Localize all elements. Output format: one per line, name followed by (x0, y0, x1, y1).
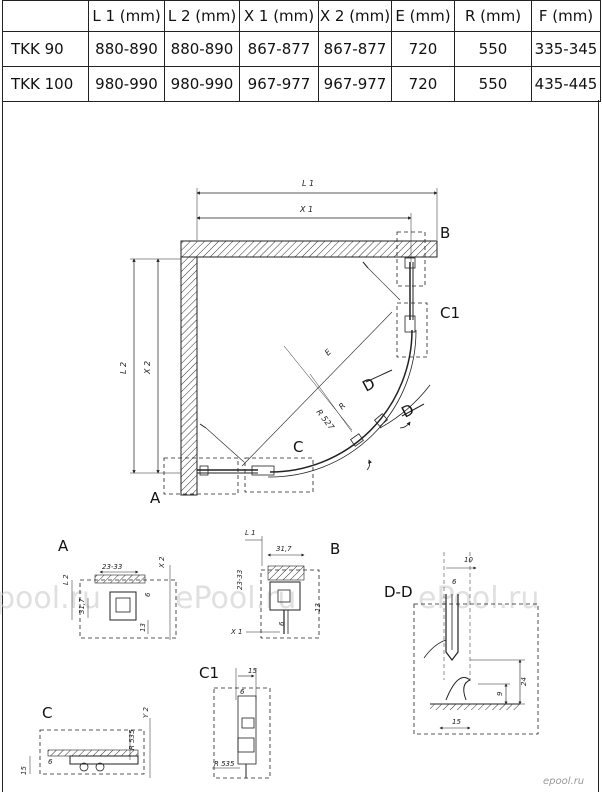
detail-dd-dim: 24 (520, 677, 528, 686)
table-cell: 435-445 (531, 66, 601, 102)
detail-dd-dim: 15 (452, 718, 461, 726)
detail-a-dim: 31,7 (78, 598, 86, 614)
detail-dd-dim: 10 (464, 556, 473, 564)
section-mark-d: D (398, 400, 417, 421)
dim-label-l1: L 1 (302, 179, 314, 188)
detail-dd-dim: 9 (496, 691, 504, 696)
table-cell: 550 (454, 66, 532, 102)
table-cell: 880-890 (88, 31, 165, 67)
main-plan-drawing (130, 188, 438, 496)
table-header-cell: R (mm) (454, 0, 532, 32)
table-cell: 967-977 (318, 66, 392, 102)
detail-a-dim: L 2 (62, 574, 70, 585)
table-cell: 980-990 (88, 66, 165, 102)
watermark-text: pool.ru (0, 581, 101, 616)
dimension-table: L 1 (mm) L 2 (mm) X 1 (mm) X 2 (mm) E (m… (2, 0, 601, 102)
dim-label-r527: R 527 (314, 408, 336, 433)
detail-a-dim: 6 (144, 592, 152, 597)
dim-label-x2: X 2 (143, 361, 152, 375)
detail-b-drawing (245, 536, 320, 639)
wall-left (180, 256, 198, 496)
table-cell: 867-877 (239, 31, 319, 67)
dim-label-l2: L 2 (119, 362, 128, 374)
detail-c-dim: 15 (20, 766, 28, 775)
table-row: TKK 100 980-990 980-990 967-977 967-977 … (2, 66, 601, 102)
detail-a-dim: 23-33 (102, 563, 122, 571)
detail-c-dim: Y 2 (142, 706, 150, 718)
detail-b-dim: 13 (314, 603, 322, 612)
detail-c1-drawing (212, 668, 271, 779)
detail-a-dim: X 2 (158, 556, 166, 569)
detail-b-dim: 23-33 (236, 570, 244, 590)
callout-a: A (150, 489, 161, 507)
callout-c: C (293, 438, 303, 456)
table-row: TKK 90 880-890 880-890 867-877 867-877 7… (2, 31, 601, 67)
detail-box-a (163, 457, 239, 495)
detail-c1-dim: R 535 (214, 760, 235, 768)
detail-c-dim: R 535 (128, 729, 136, 750)
detail-c-dim: 6 (48, 758, 53, 766)
detail-b-dim: L 1 (245, 529, 256, 537)
detail-a-drawing (71, 565, 177, 640)
detail-b-title: B (330, 540, 340, 558)
table-cell: 967-977 (239, 66, 319, 102)
detail-b-dim: 31,7 (276, 545, 292, 553)
detail-box-c (244, 457, 314, 493)
callout-b: B (440, 224, 450, 242)
detail-b-dim: X 1 (230, 628, 242, 636)
detail-c-title: C (42, 704, 52, 722)
detail-dd-drawing (413, 552, 539, 735)
detail-box-b (396, 231, 426, 287)
table-cell: 720 (391, 66, 455, 102)
dim-label-r: R (337, 401, 347, 411)
detail-dd-title: D-D (384, 583, 413, 601)
detail-c1-title: C1 (199, 664, 219, 682)
detail-dd-dim: 6 (452, 578, 457, 586)
detail-a-dim: 13 (139, 623, 147, 632)
dim-label-x1: X 1 (299, 205, 313, 214)
callout-c1: C1 (440, 304, 460, 322)
detail-c1-dim: 6 (240, 688, 245, 696)
table-cell: 335-345 (531, 31, 601, 67)
detail-c1-dim: 15 (248, 667, 257, 675)
table-cell: 880-890 (164, 31, 240, 67)
dim-label-e: E (323, 347, 334, 358)
detail-b-dim: 6 (278, 621, 286, 626)
table-header-cell: X 1 (mm) (239, 0, 319, 32)
watermark-text: ePool.ru (418, 581, 539, 616)
detail-a-title: A (58, 537, 69, 555)
wall-top (180, 240, 438, 258)
drawing-frame (2, 100, 599, 792)
detail-c-drawing (29, 718, 151, 778)
detail-box-c1 (396, 302, 428, 358)
table-cell: 550 (454, 31, 532, 67)
table-cell: 980-990 (164, 66, 240, 102)
epool-logo: epool.ru (543, 776, 584, 787)
